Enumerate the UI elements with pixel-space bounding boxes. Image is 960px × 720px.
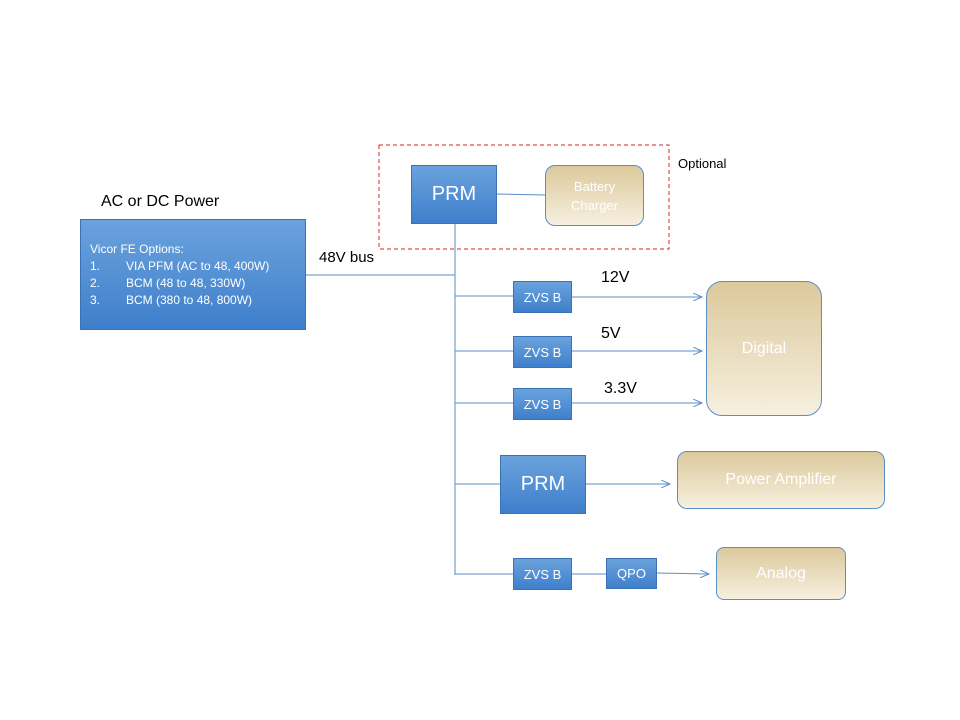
label-5v: 5V	[601, 325, 621, 342]
prm-charger-line	[496, 193, 546, 196]
zvs-block-2: ZVS B	[513, 336, 572, 368]
qpo-block: QPO	[606, 558, 657, 589]
fe-options-box: Vicor FE Options: 1.VIA PFM (AC to 48, 4…	[80, 219, 306, 330]
analog-block: Analog	[716, 547, 846, 600]
digital-block: Digital	[706, 281, 822, 416]
label-3v3: 3.3V	[604, 380, 637, 397]
fe-option-1: 1.VIA PFM (AC to 48, 400W)	[90, 259, 270, 273]
power-amplifier-block: Power Amplifier	[677, 451, 885, 509]
zvs-block-3: ZVS B	[513, 388, 572, 420]
battery-charger-block: Battery Charger	[545, 165, 644, 226]
optional-region	[378, 144, 670, 250]
prm-top-block: PRM	[411, 165, 497, 224]
fe-option-2: 2.BCM (48 to 48, 330W)	[90, 276, 246, 290]
bus-label: 48V bus	[319, 249, 375, 266]
power-source-label: AC or DC Power	[101, 193, 220, 210]
zvs-block-1: ZVS B	[513, 281, 572, 313]
prm-mid-block: PRM	[500, 455, 586, 514]
label-12v: 12V	[601, 269, 630, 286]
arrow-analog	[656, 573, 709, 574]
optional-label: Optional	[678, 156, 727, 171]
fe-options-title: Vicor FE Options:	[90, 242, 184, 256]
zvs-block-4: ZVS B	[513, 558, 572, 590]
fe-option-3: 3.BCM (380 to 48, 800W)	[90, 293, 253, 307]
